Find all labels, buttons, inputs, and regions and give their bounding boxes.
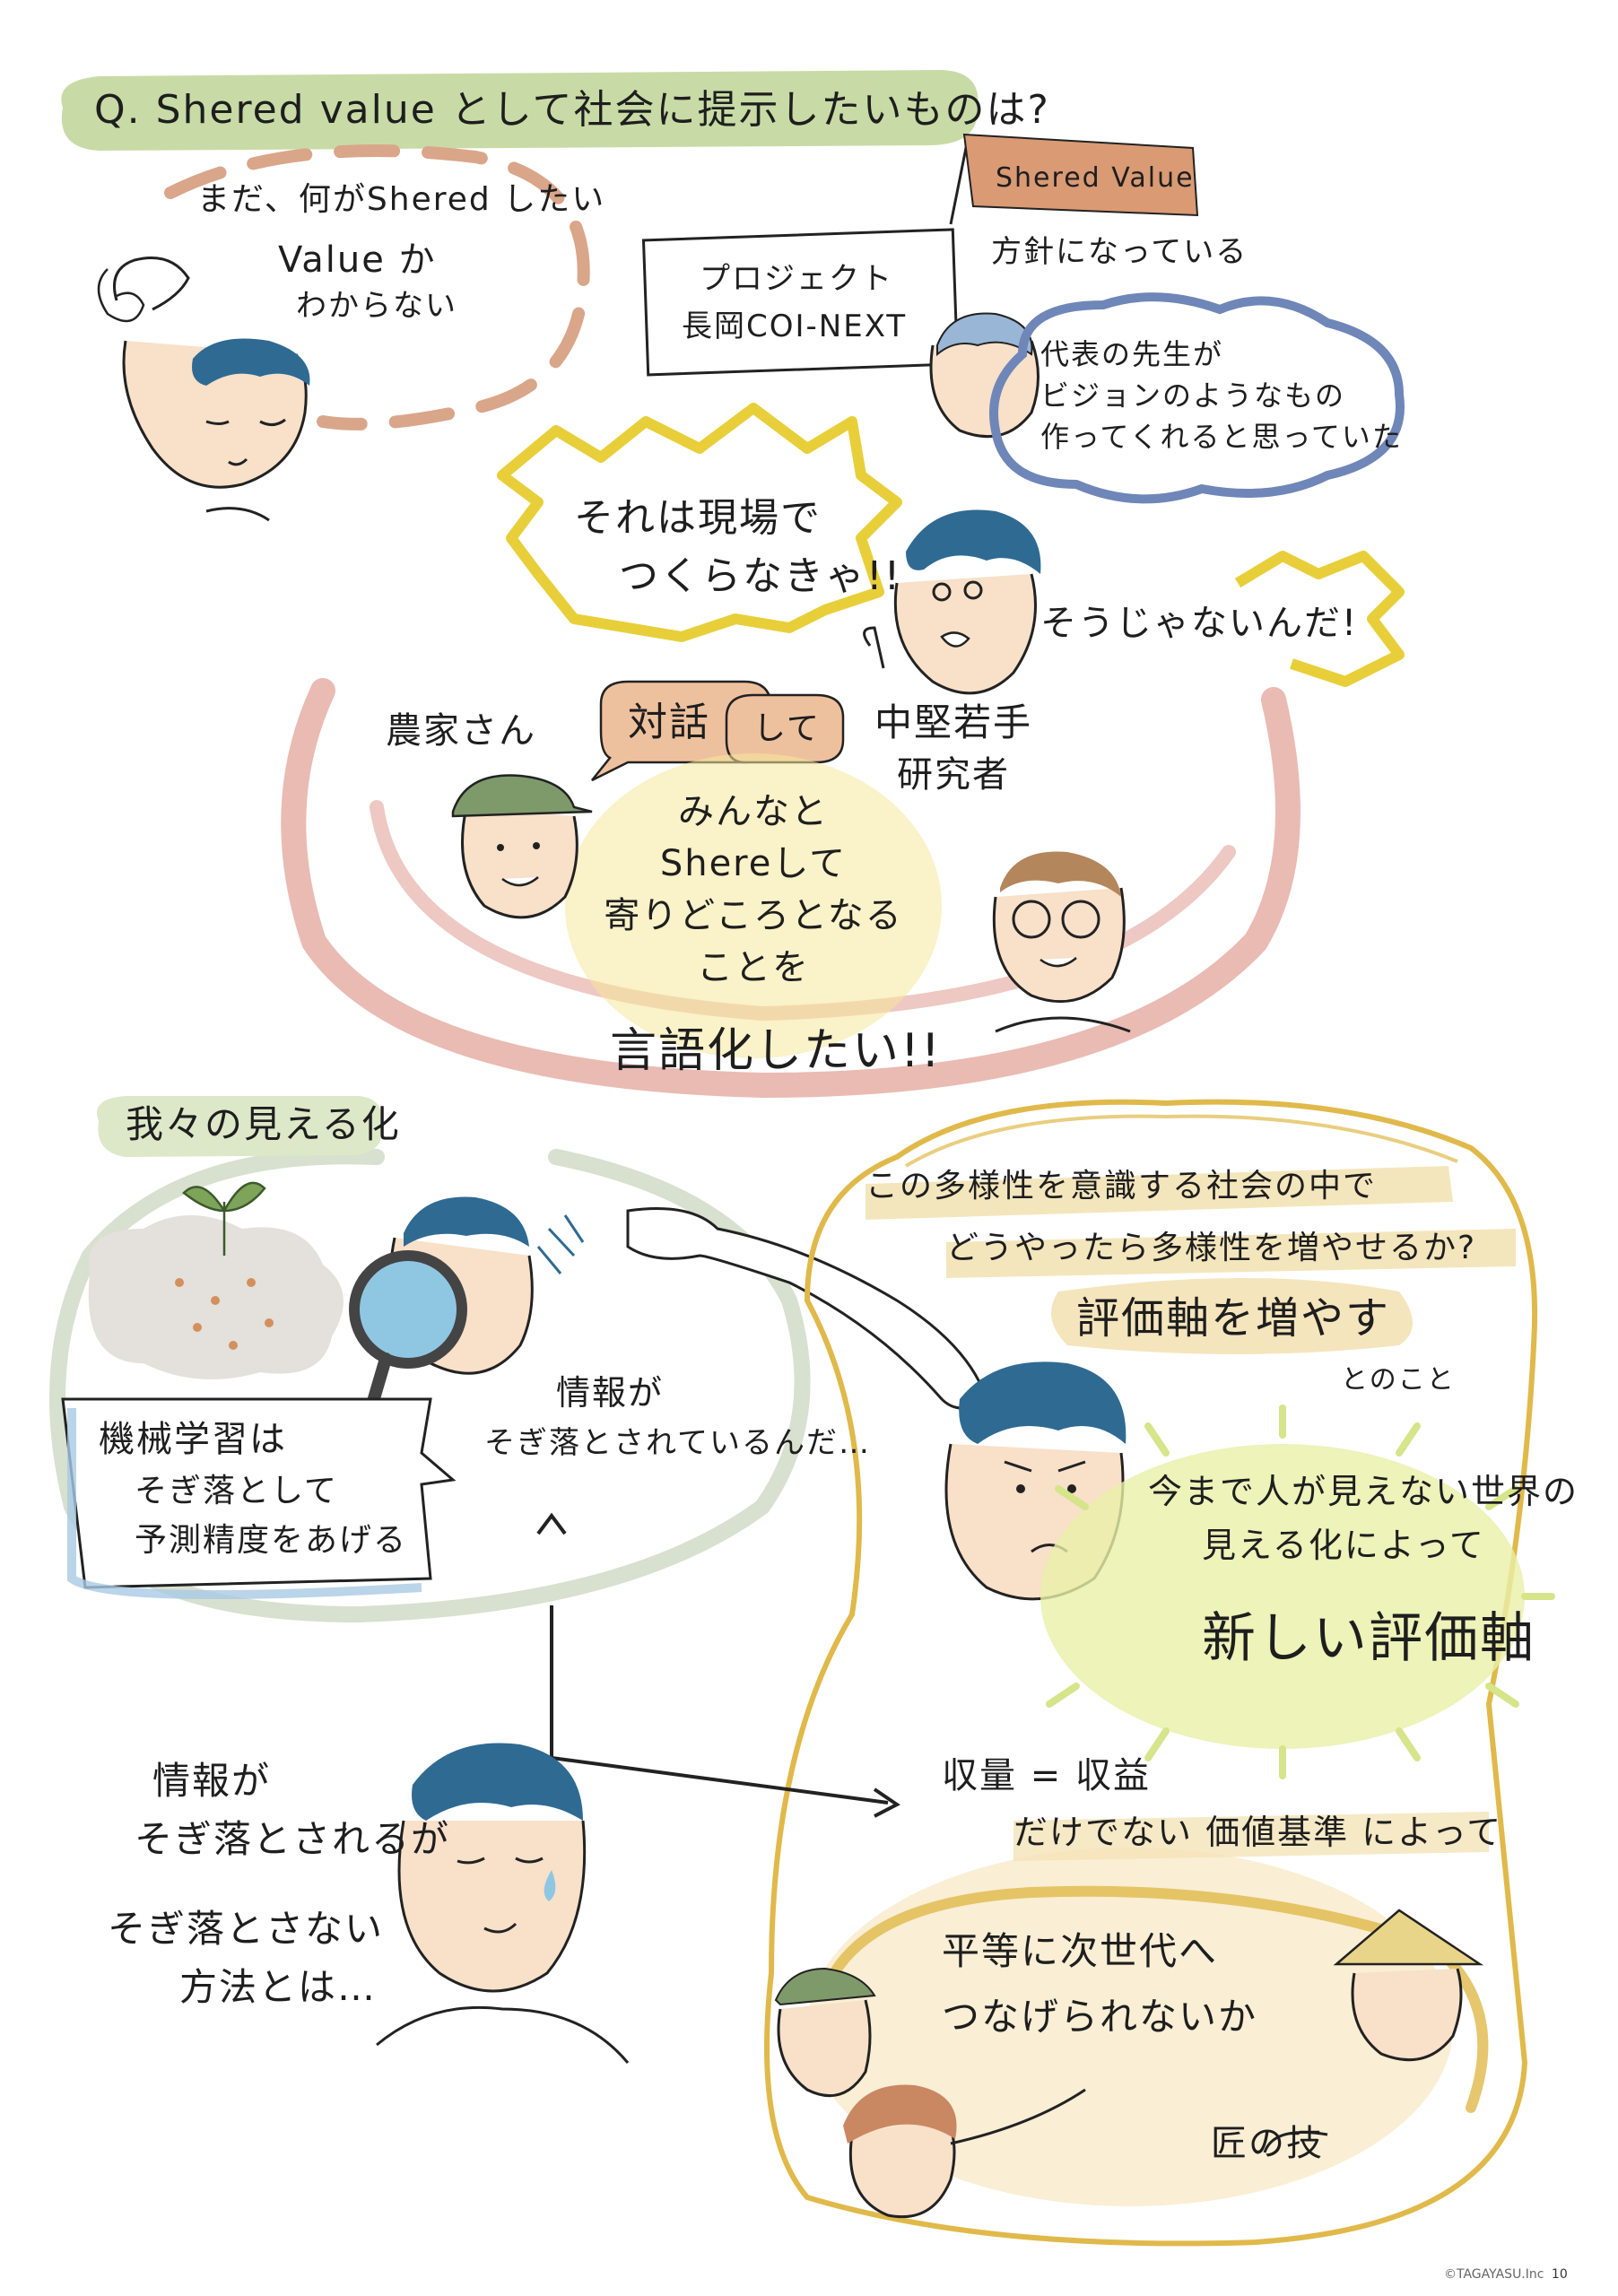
right-q-line-2: どうやったら多様性を増やせるか? [946,1230,1477,1266]
farmer-small-figure [774,1967,876,2098]
burst-left-line-1: それは現場で [574,495,822,541]
increase-axis-highlight [1051,1278,1413,1354]
new-axis-text: 新しい評価軸 [1202,1607,1535,1670]
right-q-line-1: この多様性を意識する社会の中で [866,1168,1378,1205]
thought-cloud [989,292,1405,504]
magnifier-icon [349,1250,467,1369]
ml-note-box [61,1397,457,1589]
burst-right [1234,551,1405,687]
thinking-man-figure [376,1743,630,2064]
craft-text: 匠の技 [1211,2123,1324,2164]
center-line-1: みんなと [678,791,829,832]
researcher-line-1: 中堅若手 [874,700,1033,744]
magnifier-man-figure [349,1196,585,1441]
farmer-label: 農家さん [386,710,536,752]
straw-hat-farmer-figure [1263,1909,1484,2153]
lower-left-title: 我々の見える化 [126,1102,401,1146]
right-q-highlight-1 [866,1166,1453,1220]
center-line-3: 寄りどころとなる [604,895,903,936]
researcher-label: 中堅若手 研究者 [874,700,1033,796]
farmer-figure [451,774,593,919]
flag-label: Shered Value [996,162,1195,194]
right-q-highlight-2 [946,1229,1516,1278]
right-question: この多様性を意識する社会の中で どうやったら多様性を増やせるか? [866,1166,1474,1266]
next-gen-text: 平等に次世代へ つなげられないか [942,1928,1257,2039]
center-text-block: みんなと Shereして 寄りどころとなる ことを [583,789,924,988]
ml-line-1: 機械学習は [99,1419,287,1460]
cloud-line-3: 作ってくれると思っていた [1040,420,1403,454]
copyright: ©TAGAYASU.Inc [1444,2267,1544,2282]
gold-outline-right-2 [904,1114,1458,1168]
bottom-left-line-1: 情報が [152,1759,272,1803]
shouting-man-figure [863,509,1041,695]
researcher-line-2: 研究者 [897,753,1010,796]
thought-line-2: Value か [278,239,437,281]
shared-value-flag [949,133,1199,225]
ml-line-2: そぎ落として [135,1473,338,1509]
visible-line-2: 見える化によって [1202,1525,1485,1565]
ml-line-3: 予測精度をあげる [135,1522,408,1559]
woman-figure [843,2084,1086,2219]
confused-man-figure [97,257,310,522]
yield-line: 収量 = 収益 [942,1755,1151,1796]
seeds [175,1278,274,1350]
new-axis-glow [1040,1405,1555,1779]
ml-note-text: 機械学習は そぎ落として 予測精度をあげる [99,1417,405,1559]
value-line: だけでない 価値基準 によって [1013,1813,1503,1852]
question-banner [61,70,979,151]
next-gen-line-2: つなげられないか [942,1994,1258,2039]
project-line-2: 長岡COI-NEXT [682,308,908,344]
info-lost-line-2: そぎ落とされているんだ… [484,1424,871,1461]
dialog-bubble-text: 対話 [628,700,710,745]
dialog-suffix-text: して [753,710,821,747]
center-line-4: ことを [697,947,810,988]
burst-left-text: それは現場で つくらなきゃ!! [574,493,900,599]
burst-left-line-2: つくらなきゃ!! [619,553,902,599]
top-left-thought: まだ、何がShered したい Value か わからない [197,179,606,324]
bottom-glow [807,1848,1453,2206]
bottom-left-line-4: 方法とは… [179,1964,378,2009]
project-box [641,228,960,377]
representative-man-figure [929,312,1040,439]
question-heading: Q. Shered value として社会に提示したいものは? [94,87,1050,133]
next-gen-line-1: 平等に次世代へ [942,1929,1219,1973]
thought-line-1: まだ、何がShered したい [197,181,606,218]
center-glow [565,753,942,1058]
increase-axis-text: 評価軸を増やす [1076,1293,1391,1344]
sprout [182,1181,266,1256]
tonokoto-text: とのこと [1341,1364,1456,1396]
page-number: 10 [1551,2267,1568,2282]
info-lost-line-1: 情報が [556,1373,665,1413]
gold-outline-right [764,1099,1538,2247]
info-lost-text: 情報が そぎ落とされているんだ… [484,1372,871,1461]
cloud-line-1: 代表の先生が [1040,337,1224,371]
cloud-text: 代表の先生が ビジョンのようなもの 作ってくれると思っていた [1040,336,1403,454]
project-line-1: プロジェクト [700,261,893,297]
visible-line-1: 今まで人が見えない世界の [1148,1472,1579,1511]
researcher-figure [992,851,1131,1033]
footer: ©TAGAYASU.Inc 10 [1444,2267,1568,2282]
burst-left [497,403,902,642]
bottom-left-line-3: そぎ落とさない [108,1907,385,1951]
bottom-left-text: 情報が そぎ落とされるが そぎ落とさない 方法とは… [108,1758,451,2009]
bottom-left-line-2: そぎ落とされるが [135,1816,451,1861]
policy-text: 方針になっている [991,234,1248,270]
thought-line-3: わからない [296,288,457,324]
thought-dashed-arc [164,144,590,430]
burst-right-text: そうじゃないんだ! [1040,603,1359,644]
cloud-line-2: ビジョンのようなもの [1040,378,1346,413]
center-line-2: Shereして [659,843,848,884]
center-strong-text: 言語化したい!! [610,1024,942,1078]
lower-left-title-band [97,1096,382,1157]
pink-swirl-bowl [281,678,1300,1099]
project-label: プロジェクト 長岡COI-NEXT [682,260,907,344]
bottom-gold-swirl [820,1885,1489,2113]
visible-text-block: 今まで人が見えない世界の 見える化によって [1148,1471,1579,1565]
